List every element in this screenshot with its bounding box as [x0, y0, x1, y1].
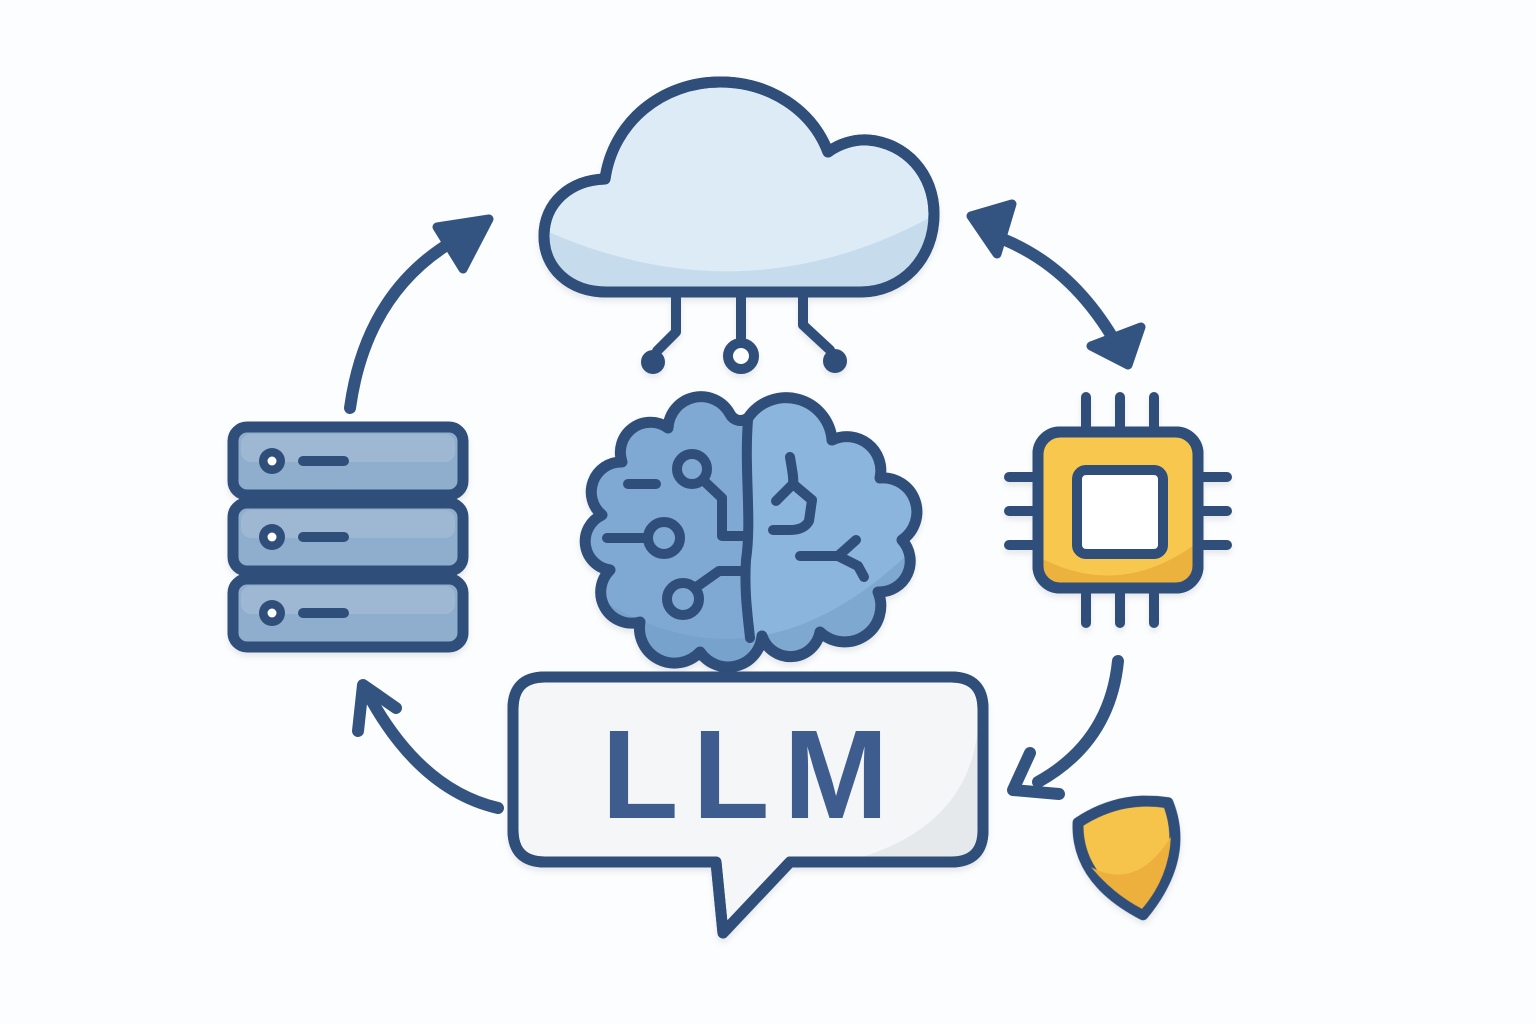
arrowhead-up-left [966, 199, 1017, 259]
arrow-cloud-chip [966, 199, 1146, 370]
server-led-dot [267, 532, 277, 542]
server-sheen [241, 586, 455, 614]
llm-speech-bubble: LLM [507, 671, 989, 939]
cloud-shading [544, 212, 934, 292]
arrow-server-to-cloud [344, 214, 494, 414]
arrow-chip-to-bubble [1007, 655, 1124, 800]
cpu-chip-icon [1004, 392, 1232, 628]
circuit-node-top [672, 449, 712, 489]
connector-dot-left [641, 350, 665, 374]
circuit-node-bottom [662, 578, 704, 620]
arrowhead-down-right [1086, 322, 1146, 370]
server-unit-2 [227, 497, 469, 577]
arrowhead-up-right [432, 214, 494, 274]
chip-core [1072, 465, 1168, 559]
server-stack-icon [227, 421, 469, 653]
brain-circuit-traces [602, 449, 749, 620]
arrowhead-up-left-open [352, 679, 402, 737]
server-sheen [241, 510, 455, 538]
brain-divider [740, 415, 755, 643]
server-unit-1 [227, 421, 469, 501]
llm-label: LLM [602, 704, 903, 845]
chip-shading [1038, 536, 1198, 588]
server-led-dot [267, 456, 277, 466]
connector-ring-middle [723, 338, 759, 374]
security-shield-icon [1072, 795, 1181, 921]
server-unit-3 [227, 573, 469, 653]
server-sheen [241, 434, 455, 462]
shield-shading [1090, 836, 1171, 909]
arrowhead-down-left [1007, 747, 1065, 800]
server-led-dot [267, 608, 277, 618]
arrow-bubble-to-server [352, 679, 504, 814]
cloud-network-icon [538, 76, 940, 374]
brain-neural-branches [768, 452, 869, 582]
ai-brain-icon [579, 391, 923, 673]
connector-dot-right [823, 349, 847, 373]
bubble-shading [852, 728, 980, 860]
